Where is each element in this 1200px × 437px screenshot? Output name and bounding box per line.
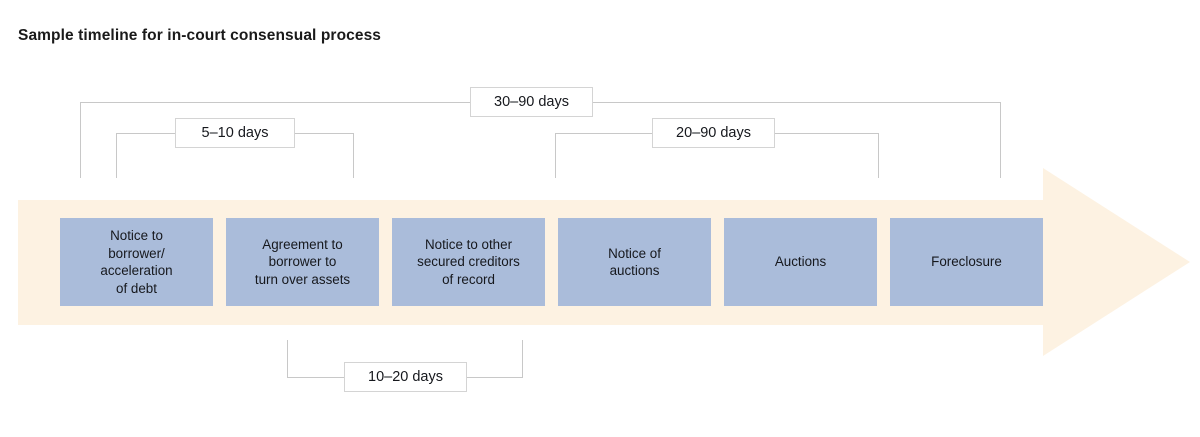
duration-label-notice-to-agreement: 5–10 days [175,118,295,148]
duration-label-notice-to-auctions: 20–90 days [652,118,775,148]
step-label-foreclosure: Foreclosure [931,254,1002,270]
duration-label-agreement-to-notice: 10–20 days [344,362,467,392]
bracket-overall-left-leg [80,102,81,178]
page-title: Sample timeline for in-court consensual … [18,27,382,44]
step-label-auctions: Auctions [774,254,827,270]
bracket-agreement-to-notice-left-leg [287,340,288,378]
step-box-auctions[interactable]: Auctions [724,218,877,306]
step-box-notice-to-borrower[interactable]: Notice to borrower/ acceleration of debt [60,218,213,306]
bracket-notice-to-auctions-left-leg [555,133,556,178]
bracket-notice-to-agreement-left-leg [116,133,117,178]
timeline-arrow-head [1043,168,1190,356]
step-box-notice-of-auctions[interactable]: Notice of auctions [558,218,711,306]
step-label-notice-to-borrower: Notice to borrower/ acceleration of debt [100,228,173,296]
duration-label-overall: 30–90 days [470,87,593,117]
bracket-agreement-to-notice-right-leg [522,340,523,378]
bracket-overall-right-leg [1000,102,1001,178]
step-label-notice-of-auctions: Notice of auctions [608,245,661,279]
step-label-agreement-to-borrower: Agreement to borrower to turn over asset… [254,236,351,287]
step-box-foreclosure[interactable]: Foreclosure [890,218,1043,306]
step-box-notice-to-secured-creditors[interactable]: Notice to other secured creditors of rec… [392,218,545,306]
step-box-agreement-to-borrower[interactable]: Agreement to borrower to turn over asset… [226,218,379,306]
bracket-notice-to-agreement-right-leg [353,133,354,178]
bracket-notice-to-auctions-right-leg [878,133,879,178]
step-label-notice-to-secured-creditors: Notice to other secured creditors of rec… [417,236,520,287]
